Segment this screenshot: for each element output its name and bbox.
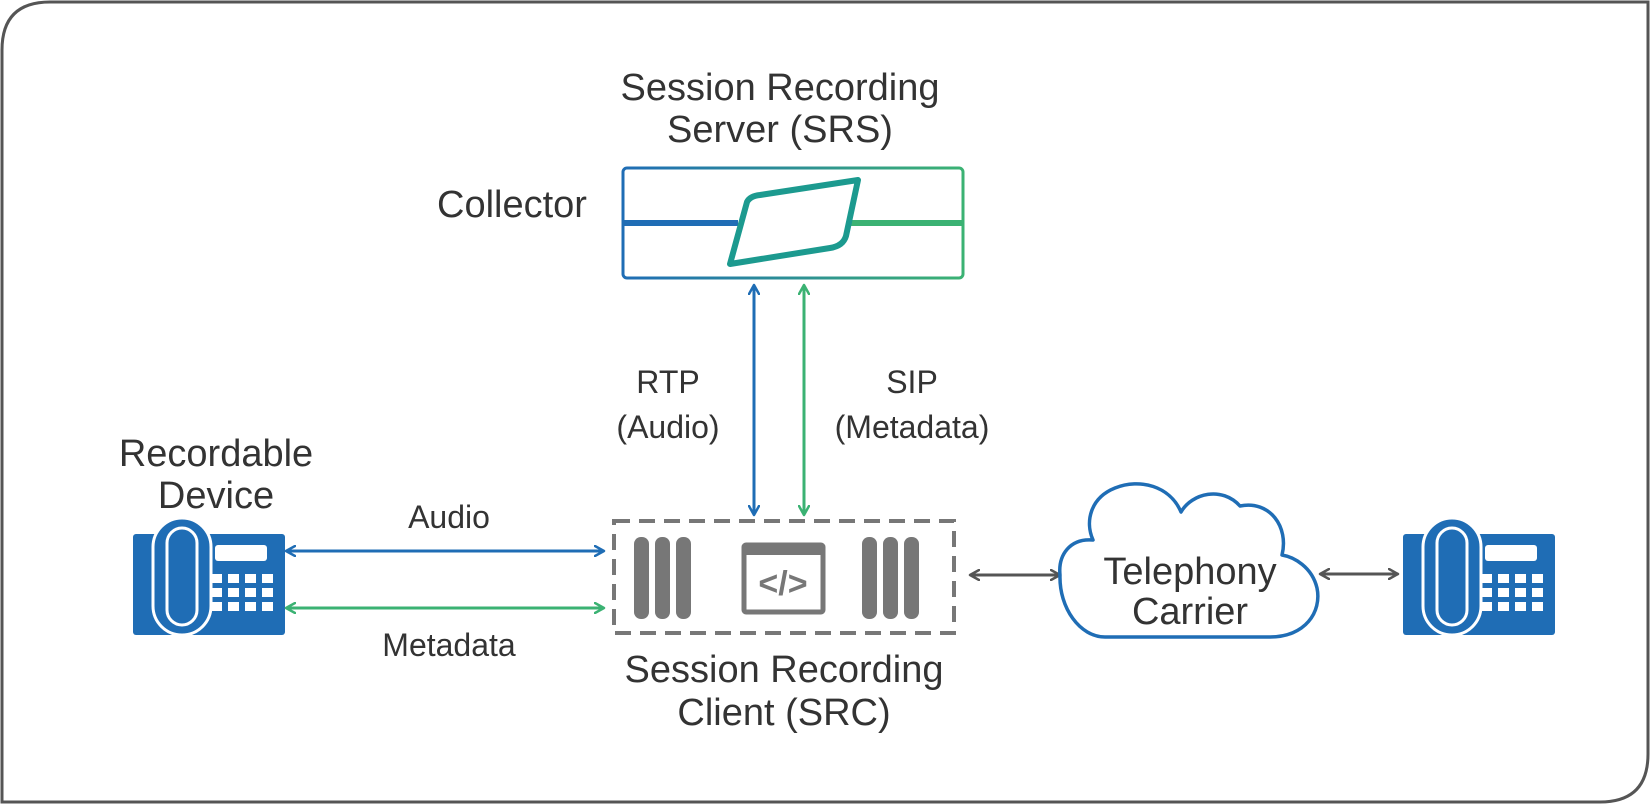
telephony-carrier-cloud: Telephony Carrier [1058,482,1320,639]
device-label-line1: Recordable [119,433,313,475]
desk-phone-icon [133,516,285,637]
carrier-label-line2: Carrier [1132,591,1248,633]
collector-parallelogram-icon [727,177,861,267]
src-box: </> [612,519,956,635]
sip-label-line1: SIP [886,364,938,400]
carrier-label-line1: Telephony [1103,551,1276,593]
srs-title-line1: Session Recording [621,67,940,109]
sip-label-line2: (Metadata) [835,409,990,445]
rtp-label-line2: (Audio) [616,409,719,445]
remote-phone [1403,516,1555,637]
recordable-device-phone [133,516,285,637]
metadata-label: Metadata [382,627,516,663]
code-window-icon: </> [741,542,826,615]
collector-box [621,166,965,280]
desk-phone-icon [1403,516,1555,637]
src-title-line1: Session Recording [625,649,944,691]
svg-text:</>: </> [758,565,807,603]
cloud-icon [1058,482,1320,639]
src-title-line2: Client (SRC) [677,692,890,734]
device-label-line2: Device [158,475,274,517]
collector-label: Collector [437,184,587,226]
srs-title-line2: Server (SRS) [667,109,893,151]
audio-label: Audio [408,499,490,535]
rtp-label-line1: RTP [636,364,699,400]
